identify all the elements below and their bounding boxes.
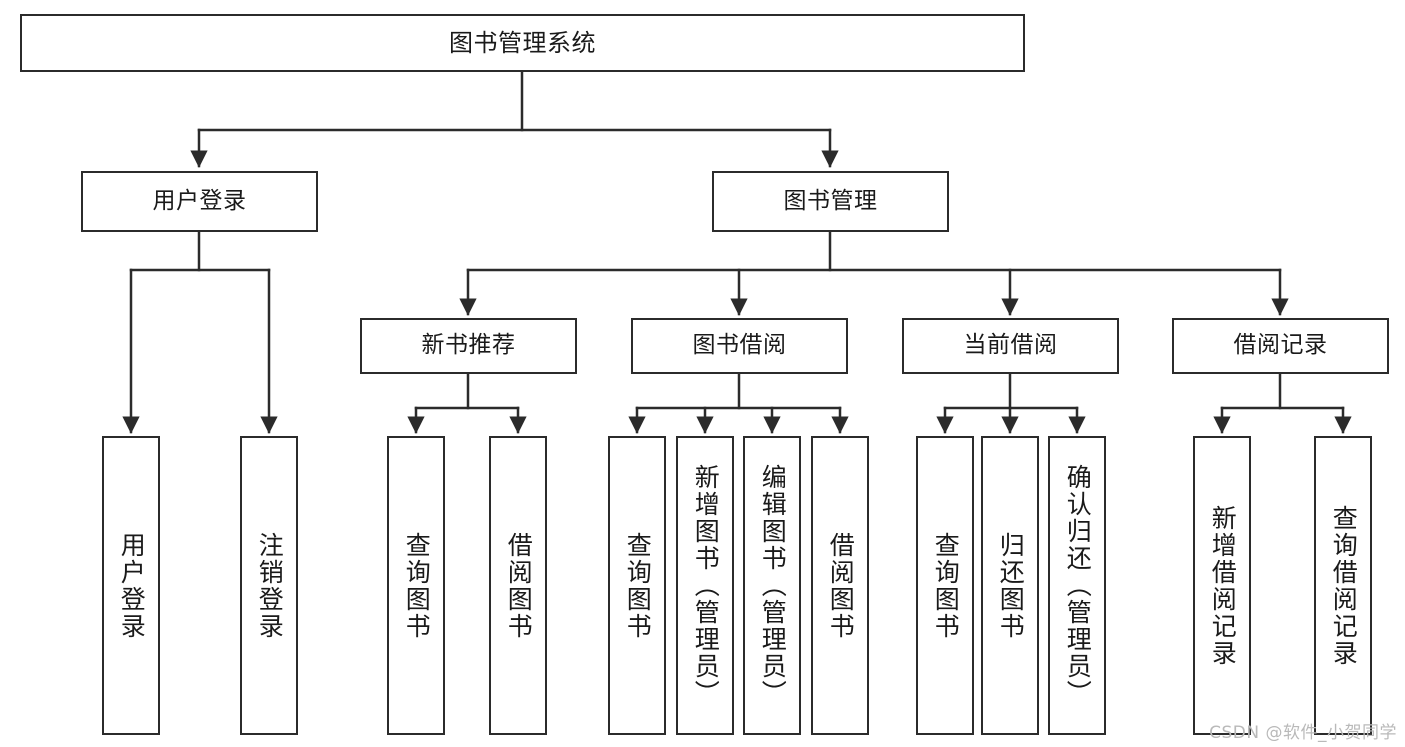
node-book-management[interactable]: 图书管理: [712, 171, 949, 232]
leaf-logout[interactable]: 注销登录: [240, 436, 298, 735]
leaf-query-borrow-record[interactable]: 查询借阅记录: [1314, 436, 1372, 735]
node-label: 图书管理系统: [449, 28, 596, 57]
node-label: 借阅图书: [826, 531, 856, 640]
node-label: 图书借阅: [692, 332, 787, 359]
node-label: 用户登录: [117, 531, 147, 640]
node-label: 编辑图书（管理员）: [758, 464, 788, 707]
node-borrowing-records[interactable]: 借阅记录: [1172, 318, 1389, 374]
node-label: 新增图书（管理员）: [691, 464, 721, 707]
node-label: 当前借阅: [963, 332, 1058, 359]
node-label: 用户登录: [152, 187, 247, 214]
leaf-lend-book[interactable]: 借阅图书: [811, 436, 869, 735]
node-label: 查询图书: [623, 531, 653, 640]
node-label: 新增借阅记录: [1208, 504, 1238, 667]
node-user-login[interactable]: 用户登录: [81, 171, 318, 232]
node-label: 查询图书: [931, 531, 961, 640]
leaf-add-book-admin[interactable]: 新增图书（管理员）: [676, 436, 734, 735]
node-label: 查询图书: [402, 531, 432, 640]
node-new-book-recommendation[interactable]: 新书推荐: [360, 318, 577, 374]
node-label: 查询借阅记录: [1329, 504, 1359, 667]
csdn-watermark: CSDN @软件_小贺同学: [1209, 723, 1397, 743]
node-current-borrowing[interactable]: 当前借阅: [902, 318, 1119, 374]
node-label: 新书推荐: [421, 332, 516, 359]
leaf-return-book[interactable]: 归还图书: [981, 436, 1039, 735]
node-label: 归还图书: [996, 531, 1026, 640]
node-label: 确认归还（管理员）: [1063, 464, 1093, 707]
leaf-query-book-borrow[interactable]: 查询图书: [608, 436, 666, 735]
leaf-query-book-recommend[interactable]: 查询图书: [387, 436, 445, 735]
leaf-add-borrow-record[interactable]: 新增借阅记录: [1193, 436, 1251, 735]
node-label: 图书管理: [783, 187, 878, 214]
leaf-confirm-return-admin[interactable]: 确认归还（管理员）: [1048, 436, 1106, 735]
leaf-edit-book-admin[interactable]: 编辑图书（管理员）: [743, 436, 801, 735]
node-root-book-management-system[interactable]: 图书管理系统: [20, 14, 1025, 72]
leaf-user-login[interactable]: 用户登录: [102, 436, 160, 735]
node-label: 借阅记录: [1233, 332, 1328, 359]
leaf-query-book-current[interactable]: 查询图书: [916, 436, 974, 735]
node-label: 借阅图书: [504, 531, 534, 640]
node-book-borrowing[interactable]: 图书借阅: [631, 318, 848, 374]
leaf-borrow-book-recommend[interactable]: 借阅图书: [489, 436, 547, 735]
node-label: 注销登录: [255, 531, 285, 640]
